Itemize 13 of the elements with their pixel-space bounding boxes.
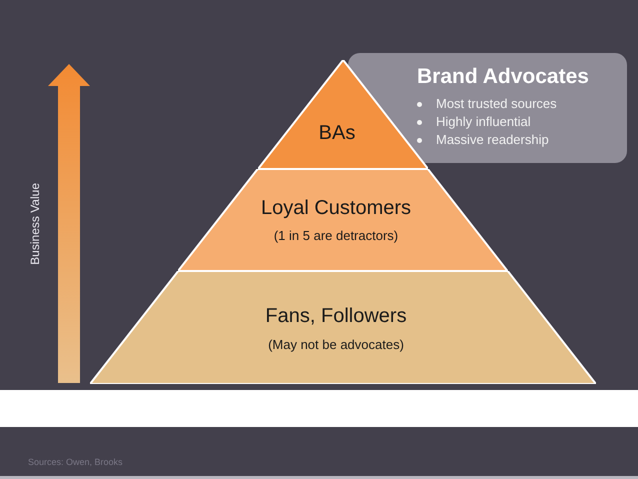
source-note: Sources: Owen, Brooks [28,457,123,468]
pyramid-tier [178,169,508,271]
tier-title: BAs [318,121,356,145]
bullet-item: Highly influential [436,114,531,130]
pyramid-tier [90,271,596,384]
tier-title: Fans, Followers [265,304,407,328]
tier-note: (1 in 5 are detractors) [274,228,398,244]
callout-heading: Brand Advocates [417,65,589,89]
arrow-label: Business Value [28,183,42,265]
bullet-item: Most trusted sources [436,96,557,112]
bullet-item: Massive readership [436,132,549,148]
tier-note: (May not be advocates) [268,337,404,353]
tier-title: Loyal Customers [260,196,412,220]
